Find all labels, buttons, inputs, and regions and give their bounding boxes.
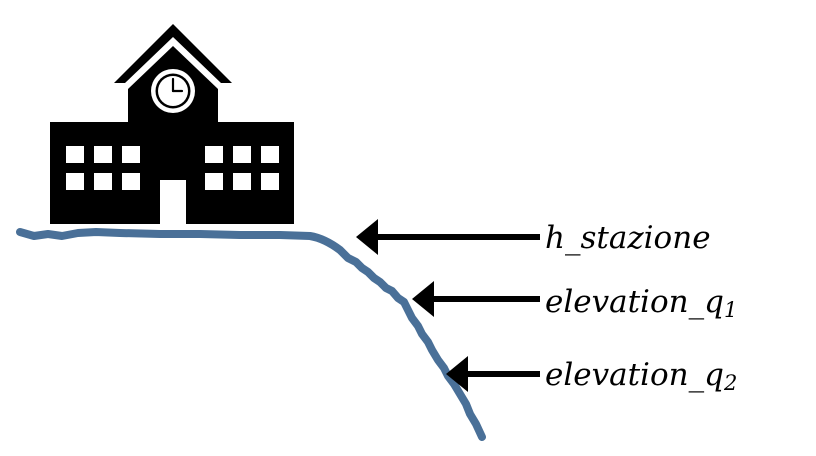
arrow-h-stazione [356,219,540,255]
roof-icon [114,24,232,83]
label-elevation-q2: elevation_q2 [545,357,737,395]
label-elevation-q1-base: elevation_q [545,284,724,320]
label-elevation-q1-subscript: 1 [724,298,737,322]
left-windows [66,146,140,190]
clock-icon [151,69,195,113]
arrow-elevation-q1 [412,281,540,317]
label-elevation-q1: elevation_q1 [545,284,737,322]
label-h-stazione: h_stazione [545,220,711,256]
label-elevation-q2-base: elevation_q [545,357,724,393]
door [160,180,186,224]
terrain-profile [16,228,486,441]
school-building-icon [50,24,294,224]
right-windows [205,146,279,190]
label-elevation-q2-subscript: 2 [723,371,737,395]
arrow-elevation-q2 [446,356,540,392]
